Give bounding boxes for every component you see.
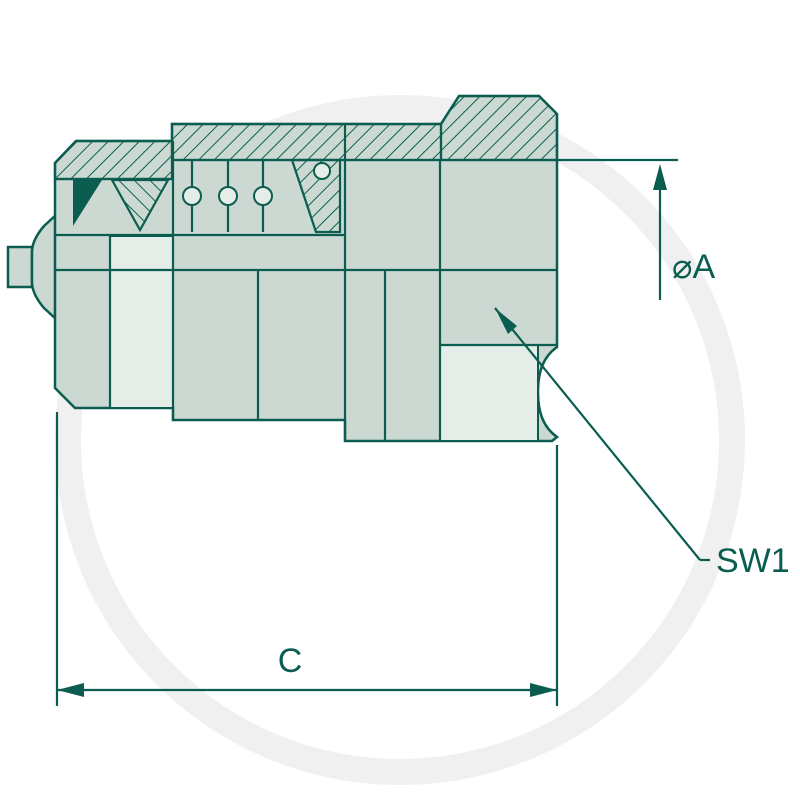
ball-bearing — [182, 186, 202, 206]
wrench-size-label: SW1 — [716, 542, 790, 580]
collar-inner-panel — [109, 235, 174, 409]
length-label: C — [278, 642, 303, 680]
watermark-circle — [55, 95, 745, 785]
arrow-upleft-icon — [495, 308, 517, 334]
dimension-diameter-a: ⌀A — [557, 158, 715, 300]
nut-face-panel — [439, 344, 539, 442]
pilot-ball — [313, 162, 331, 180]
coupling-body — [6, 94, 560, 443]
arrow-up-icon — [653, 164, 667, 190]
hatch-region-left-band — [53, 139, 174, 181]
internal-lines — [55, 124, 557, 441]
hatch-region-hex-top — [439, 94, 559, 162]
leader-line — [494, 307, 701, 561]
arrow-right-icon — [530, 683, 557, 697]
ball-bearing — [253, 186, 273, 206]
locking-balls — [182, 160, 331, 232]
diameter-label: ⌀A — [672, 248, 715, 286]
valve-seat-triangle — [73, 180, 102, 226]
hatch-region-middle-band — [170, 122, 443, 162]
arrow-left-icon — [57, 683, 84, 697]
dimension-length-c: C — [55, 412, 559, 706]
valve-stem — [6, 245, 34, 289]
leader-sw1: SW1 — [494, 307, 790, 580]
ball-bearing — [218, 186, 238, 206]
